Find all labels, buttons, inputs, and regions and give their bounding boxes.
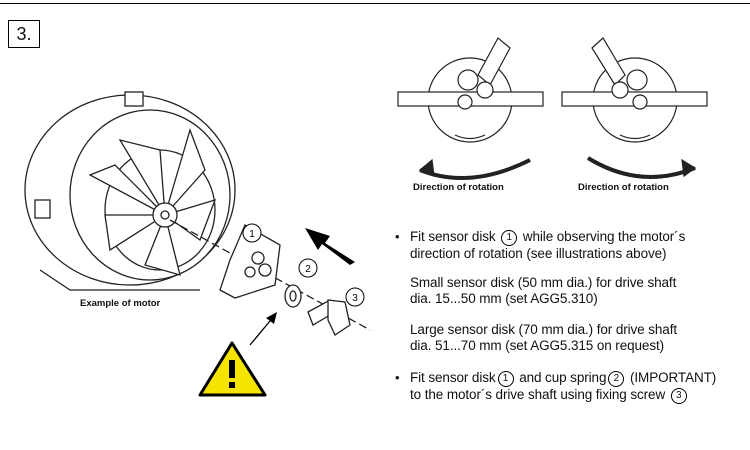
step-number: 3. [8,20,40,48]
text: dia. 51...70 mm (set AGG5.315 on request… [410,338,665,353]
warning-icon [198,341,267,397]
text: Small sensor disk (50 mm dia.) for drive… [410,275,677,290]
motor-illustration [24,91,371,331]
cup-spring [284,284,302,308]
bullet-icon: • [395,370,400,385]
callout-markers [242,223,365,307]
callout-2: 2 [305,264,311,275]
text: Fit sensor disk [410,229,496,244]
text: and cup spring [519,370,607,385]
callout-1: 1 [249,229,255,240]
small-disk-note: Small sensor disk (50 mm dia.) for drive… [410,275,676,307]
text: direction of rotation (see illustrations… [410,246,667,261]
text: Large sensor disk (70 mm dia.) for drive… [410,322,678,337]
text: while observing the motor´s [522,229,686,244]
instruction-1: Fit sensor disk 1 while observing the mo… [410,229,685,262]
callout-ref-1: 1 [501,230,518,246]
text: to the motor´s drive shaft using fixing … [410,387,666,402]
callout-ref-3: 3 [670,388,687,404]
top-rule [0,3,750,4]
motor-caption: Example of motor [80,298,161,309]
insert-arrow-icon [305,228,355,265]
text: dia. 15...50 mm (set AGG5.310) [410,291,598,306]
rotation-caption-right: Direction of rotation [578,182,669,193]
fixing-screw [307,299,351,336]
rotation-caption-left: Direction of rotation [413,182,504,193]
text: Fit sensor disk [410,370,496,385]
callout-3: 3 [352,293,358,304]
rotation-diagram-right [561,37,708,179]
bullet-icon: • [395,229,400,244]
rotation-diagram-left [397,37,544,180]
callout-ref-1: 1 [497,371,514,387]
callout-ref-2: 2 [608,371,625,387]
large-disk-note: Large sensor disk (70 mm dia.) for drive… [410,322,677,354]
sensor-disk [219,224,281,299]
text: (IMPORTANT) [630,370,717,385]
